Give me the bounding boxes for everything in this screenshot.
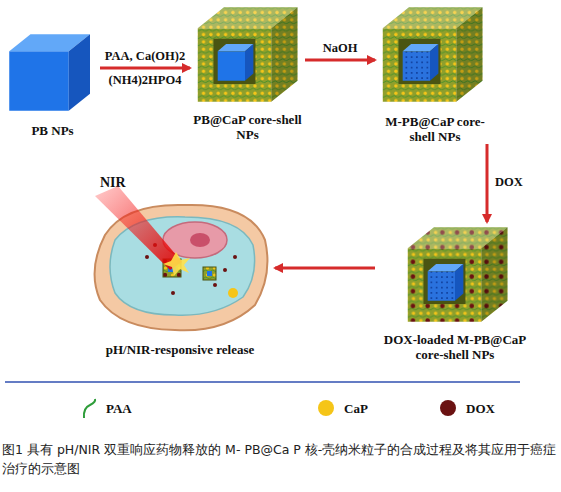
particle-node: M-PB@CaP core-shell NPs bbox=[375, 2, 495, 144]
particle-node: PB@CaP core-shell NPs bbox=[190, 2, 305, 142]
paa-line-sample bbox=[80, 398, 100, 420]
reagent-label: NaOH bbox=[323, 41, 358, 55]
particle-node: PB NPs bbox=[5, 30, 100, 138]
reaction-arrow bbox=[100, 67, 190, 70]
cancer-cell bbox=[85, 195, 275, 335]
pb-cube bbox=[5, 30, 90, 115]
nir-beam bbox=[95, 186, 182, 270]
node-label: pH/NIR-responsive release bbox=[85, 342, 275, 357]
reaction-arrow bbox=[305, 59, 375, 62]
reagent-label: PAA, Ca(OH)2 bbox=[105, 49, 185, 63]
separator-line bbox=[5, 381, 520, 383]
legend-text: CaP bbox=[344, 401, 368, 416]
node-label: PB NPs bbox=[5, 123, 100, 138]
annotation-label: NIR bbox=[100, 176, 126, 190]
node-label: M-PB@CaP core-shell NPs bbox=[375, 114, 495, 144]
laser-spot bbox=[163, 252, 190, 276]
figure-caption: 图1 具有 pH/NIR 双重响应药物释放的 M- PB@Ca P 核-壳纳米粒… bbox=[2, 440, 558, 478]
reaction-arrow bbox=[486, 144, 489, 222]
node-label: DOX-loaded M-PB@CaP core-shell NPs bbox=[375, 332, 535, 362]
dox-loaded-cube bbox=[400, 222, 510, 327]
legend-row: PAA bbox=[80, 398, 160, 420]
legend-swatch bbox=[440, 400, 456, 416]
reaction-arrow bbox=[275, 267, 375, 270]
legend-swatch bbox=[318, 400, 334, 416]
mesoporous-core-shell-cube bbox=[375, 2, 485, 107]
legend-row: CaP bbox=[318, 398, 398, 420]
node-label: PB@CaP core-shell NPs bbox=[190, 112, 305, 142]
reagent-label: DOX bbox=[495, 175, 523, 189]
legend-text: DOX bbox=[466, 401, 495, 416]
annotation-label: (NH4)2HPO4 bbox=[109, 73, 182, 87]
core-shell-cube bbox=[190, 2, 300, 107]
legend-text: PAA bbox=[106, 401, 132, 416]
particle-node: DOX-loaded M-PB@CaP core-shell NPs bbox=[375, 222, 535, 362]
particle-node: pH/NIR-responsive release bbox=[85, 195, 275, 357]
legend-row: DOX bbox=[440, 398, 520, 420]
